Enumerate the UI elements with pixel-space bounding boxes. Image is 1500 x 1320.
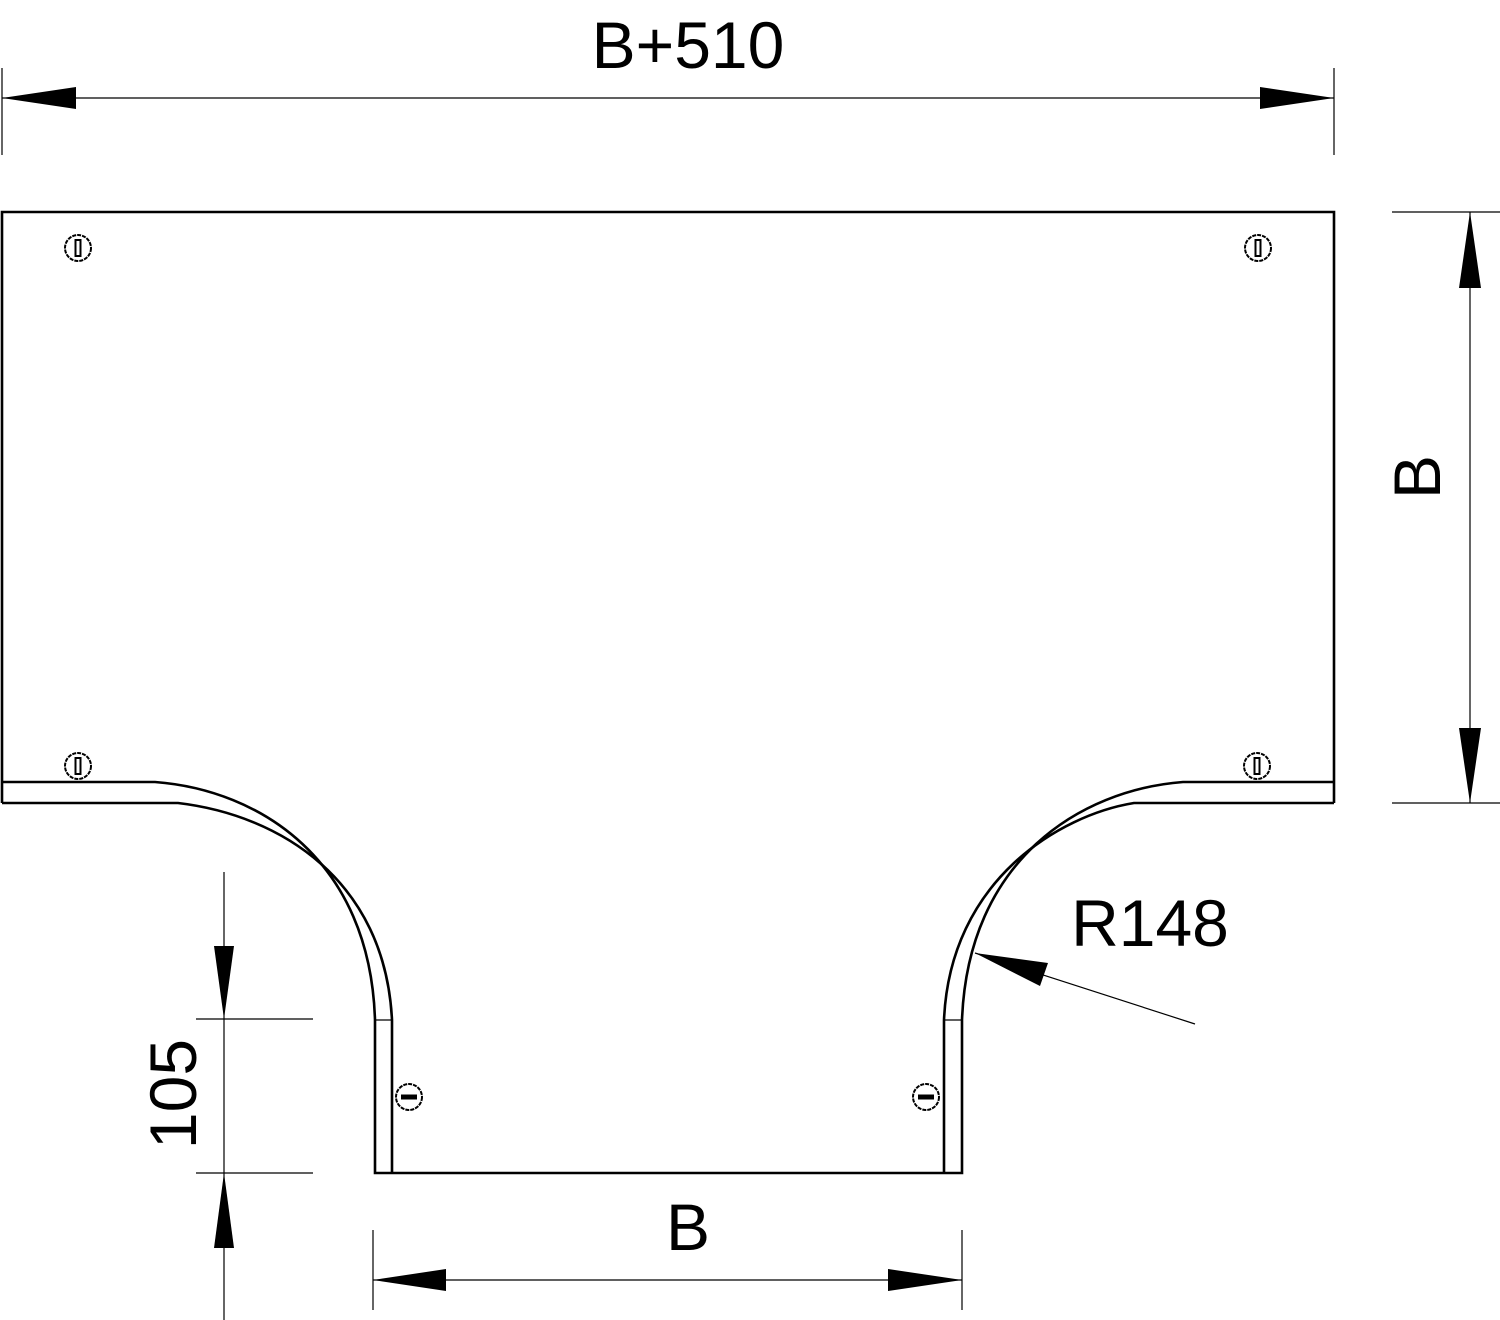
screw-icon <box>1243 752 1271 780</box>
dimension-label-branch-width: B <box>666 1190 710 1264</box>
screw-icon <box>912 1083 940 1111</box>
dimension-branch-width: B <box>372 1190 963 1310</box>
dimension-label-overall-width: B+510 <box>592 8 785 82</box>
screw-icon <box>64 752 92 780</box>
dimension-radius: R148 <box>974 886 1229 1025</box>
screw-icon <box>1244 234 1272 262</box>
cover-outline <box>0 210 1336 1175</box>
screw-icon <box>395 1083 423 1111</box>
dimension-label-radius: R148 <box>1071 886 1229 960</box>
screw-icon <box>64 234 92 262</box>
dimension-label-branch-length: 105 <box>136 1039 210 1149</box>
dimension-height: B <box>1380 211 1500 804</box>
dimension-overall-width: B+510 <box>1 8 1335 155</box>
dimension-label-height: B <box>1380 455 1454 499</box>
dimension-branch-length: 105 <box>136 872 313 1320</box>
